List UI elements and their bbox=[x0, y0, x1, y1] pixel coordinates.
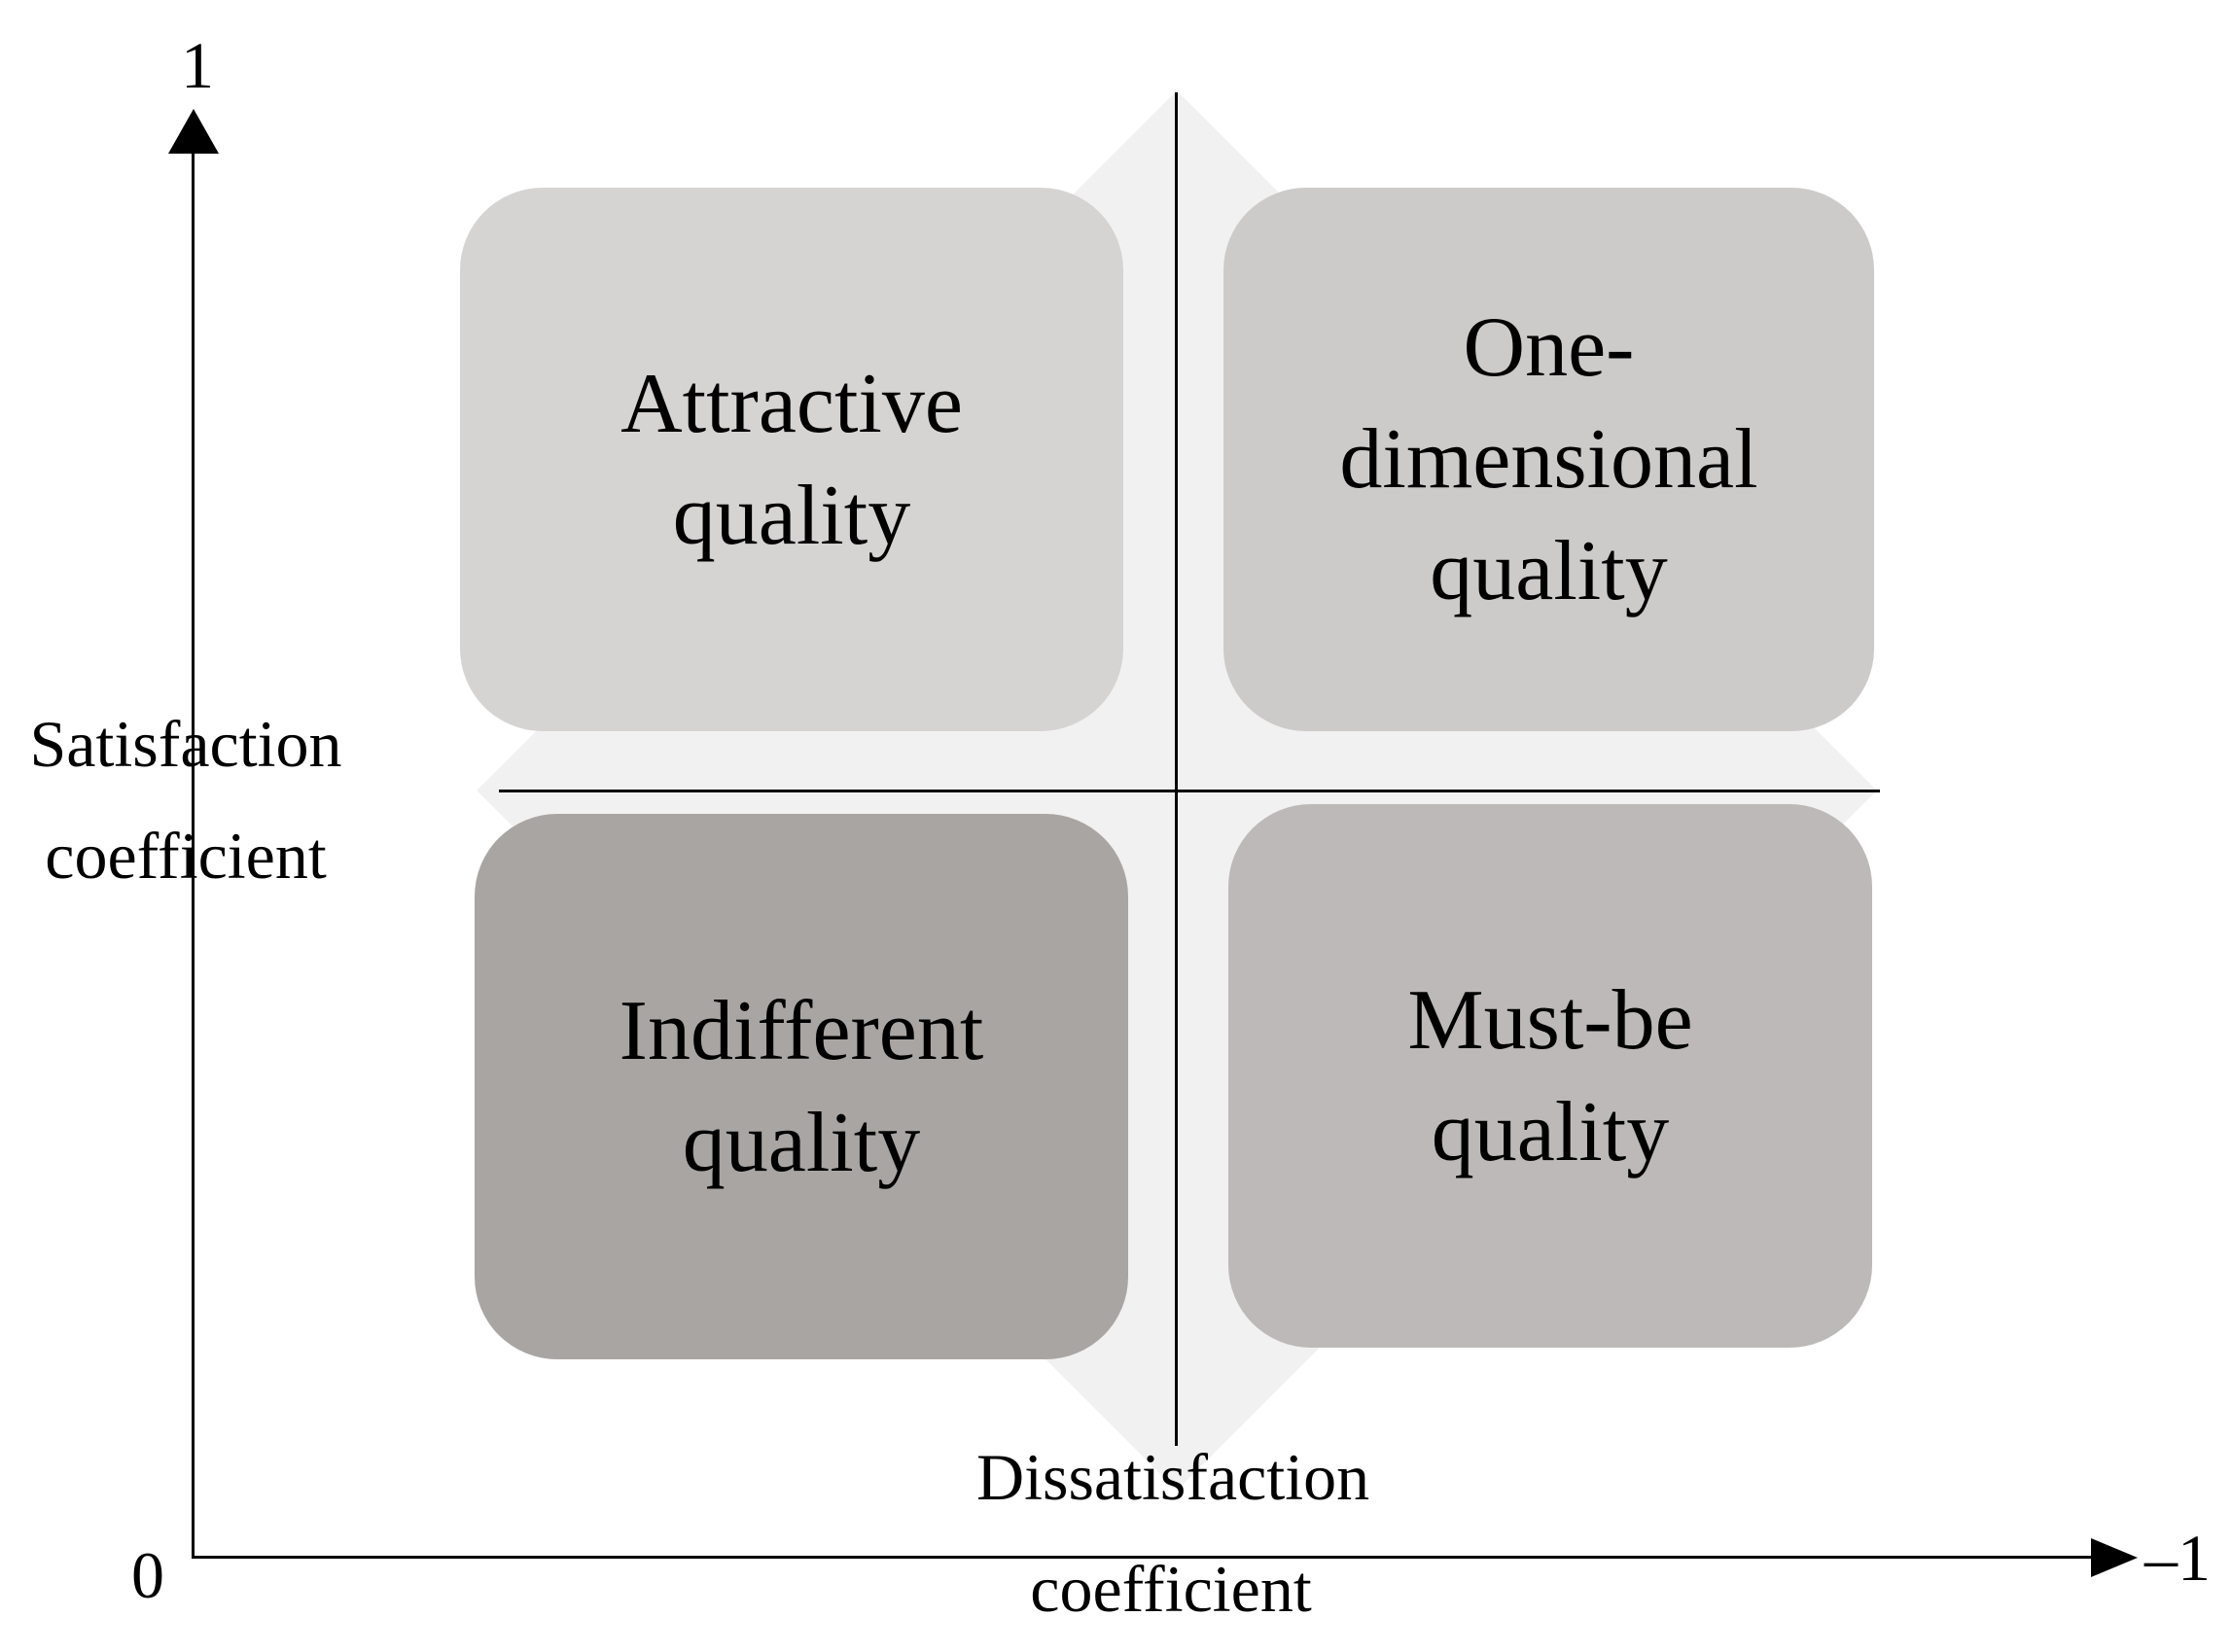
y-axis-arrowhead-icon bbox=[168, 109, 219, 154]
x-axis-title: Dissatisfaction coefficient bbox=[976, 1440, 1370, 1626]
quadrant-must-be-quality-label: Must-be quality bbox=[1407, 972, 1693, 1179]
quadrant-must-be-quality: Must-be quality bbox=[1228, 804, 1872, 1348]
quadrant-indifferent-quality: Indifferent quality bbox=[475, 814, 1128, 1359]
quadrant-attractive-quality: Attractive quality bbox=[460, 188, 1123, 731]
quadrant-attractive-quality-label: Attractive quality bbox=[620, 356, 963, 563]
quadrant-indifferent-quality-label: Indifferent quality bbox=[619, 983, 984, 1190]
y-axis-line bbox=[192, 152, 195, 1559]
inner-horizontal-divider-line bbox=[499, 790, 1880, 792]
y-axis-title: Satisfaction coefficient bbox=[29, 707, 342, 893]
origin-tick-label: 0 bbox=[131, 1538, 164, 1612]
inner-vertical-divider-line bbox=[1175, 92, 1178, 1446]
quadrant-one-dimensional-quality-label: One- dimensional quality bbox=[1339, 300, 1758, 618]
x-axis-arrowhead-icon bbox=[2091, 1538, 2138, 1577]
y-axis-max-tick-label: 1 bbox=[181, 28, 214, 102]
quadrant-one-dimensional-quality: One- dimensional quality bbox=[1223, 188, 1874, 731]
x-axis-line bbox=[192, 1556, 2096, 1559]
x-axis-end-tick-label: –1 bbox=[2144, 1521, 2211, 1595]
